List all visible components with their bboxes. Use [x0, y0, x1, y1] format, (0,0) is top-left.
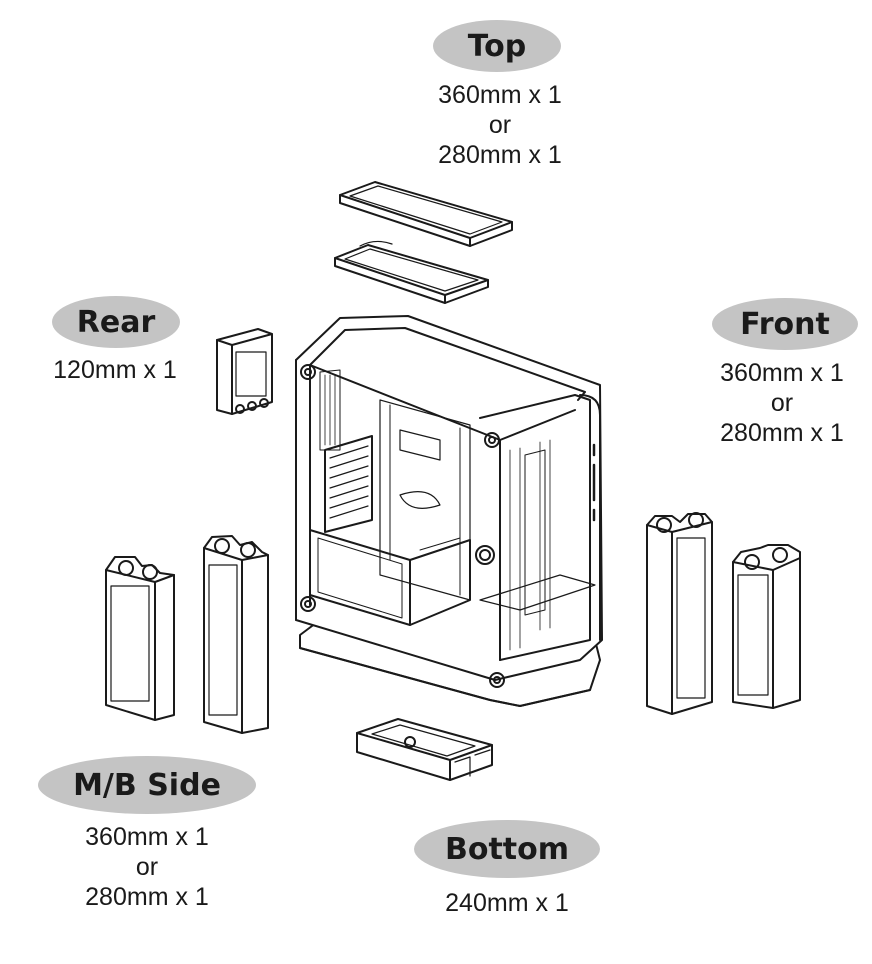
bottom-radiator-240: [357, 719, 492, 780]
mbside-radiator-left: [106, 557, 174, 720]
mbside-spec-line-3: 280mm x 1: [85, 883, 209, 911]
rear-label: Rear: [76, 304, 156, 340]
front-spec-line-3: 280mm x 1: [720, 419, 844, 447]
top-spec-line-2: or: [488, 111, 512, 139]
front-radiator-right: [733, 545, 800, 708]
rear-radiator-120: [217, 329, 272, 414]
mbside-radiator-right: [204, 536, 268, 733]
pc-case-chassis: [296, 316, 602, 706]
bottom-spec: 240mm x 1: [412, 888, 602, 918]
bottom-label: Bottom: [444, 831, 570, 867]
front-spec-line-1: 360mm x 1: [720, 359, 844, 387]
top-spec-line-1: 360mm x 1: [438, 81, 562, 109]
top-spec-line-3: 280mm x 1: [438, 141, 562, 169]
top-label: Top: [467, 28, 527, 64]
mbside-spec-line-2: or: [135, 853, 159, 881]
mbside-spec-line-1: 360mm x 1: [85, 823, 209, 851]
bottom-spec-line-1: 240mm x 1: [445, 889, 569, 917]
front-spec-line-2: or: [770, 389, 794, 417]
top-spec: 360mm x 1 or 280mm x 1: [400, 80, 600, 170]
top-radiator-280: [335, 241, 488, 303]
mbside-spec: 360mm x 1 or 280mm x 1: [52, 822, 242, 912]
rear-spec-line-1: 120mm x 1: [53, 356, 177, 384]
top-label-pill: Top: [433, 20, 561, 72]
rear-label-pill: Rear: [52, 296, 180, 348]
mbside-label-pill: M/B Side: [38, 756, 256, 814]
front-spec: 360mm x 1 or 280mm x 1: [687, 358, 872, 448]
front-label: Front: [740, 306, 830, 342]
front-radiator-left: [647, 513, 712, 714]
front-label-pill: Front: [712, 298, 858, 350]
mbside-label: M/B Side: [73, 767, 221, 803]
bottom-label-pill: Bottom: [414, 820, 600, 878]
top-radiator-360: [340, 182, 512, 246]
rear-spec: 120mm x 1: [20, 355, 210, 385]
